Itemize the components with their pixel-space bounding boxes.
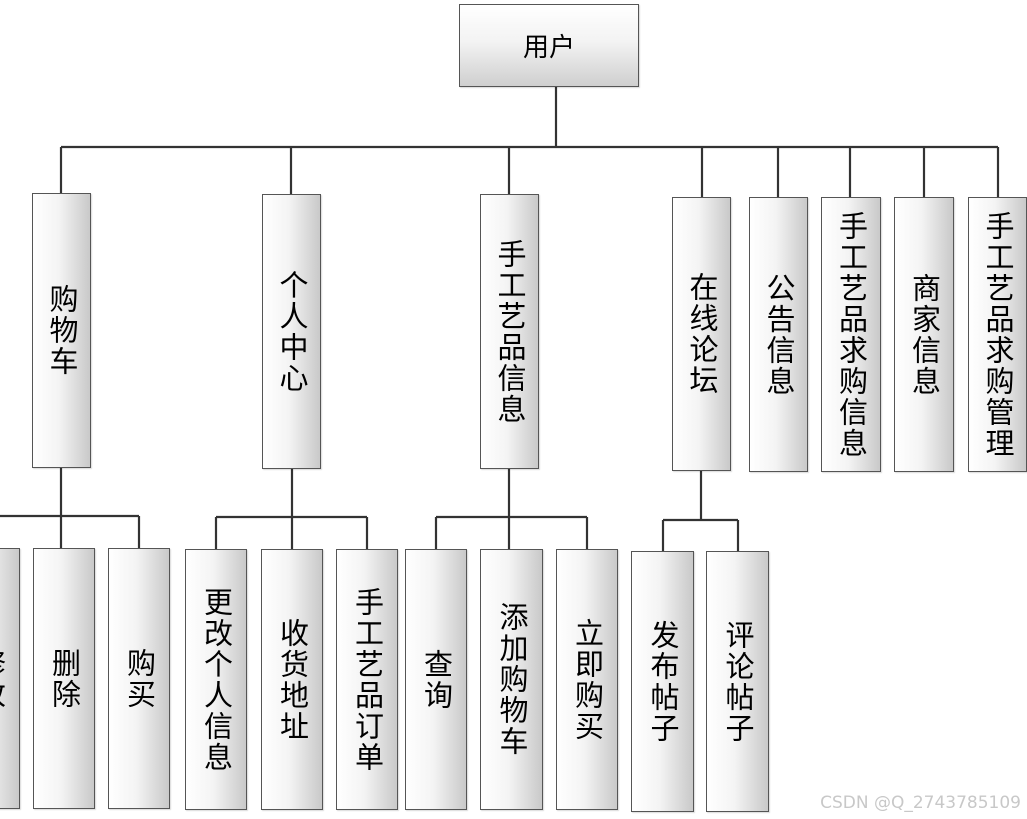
module-online-forum: 在线论坛 xyxy=(672,197,731,471)
function-label: 添加购物车 xyxy=(495,602,529,757)
function-add-to-cart: 添加购物车 xyxy=(480,549,543,810)
function-comment-post: 评论帖子 xyxy=(706,551,769,812)
function-edit-profile: 更改个人信息 xyxy=(185,549,247,810)
module-announcements: 公告信息 xyxy=(749,197,808,472)
function-label: 收货地址 xyxy=(275,617,310,742)
module-label: 购物车 xyxy=(45,284,79,377)
root-node-user: 用户 xyxy=(459,4,639,87)
function-query: 查询 xyxy=(405,549,467,810)
module-shopping-cart: 购物车 xyxy=(32,193,91,468)
root-label: 用户 xyxy=(522,33,575,63)
function-label: 购买 xyxy=(122,647,157,710)
function-label: 查询 xyxy=(419,648,454,711)
module-craft-purchase-management: 手工艺品求购管理 xyxy=(968,197,1027,472)
function-cart-modify: 修改 xyxy=(0,548,20,809)
function-cart-delete: 删除 xyxy=(33,548,95,809)
function-buy-now: 立即购买 xyxy=(556,549,618,810)
function-label: 手工艺品订单 xyxy=(350,586,385,773)
module-personal-center: 个人中心 xyxy=(262,194,321,469)
function-label: 发布帖子 xyxy=(646,619,680,744)
function-label: 修改 xyxy=(0,647,7,710)
module-craft-purchase-requests: 手工艺品求购信息 xyxy=(821,197,881,472)
module-label: 手工艺品求购管理 xyxy=(981,210,1015,459)
watermark-text: CSDN @Q_2743785109 xyxy=(820,793,1021,813)
module-label: 在线论坛 xyxy=(685,272,719,396)
module-label: 商家信息 xyxy=(907,272,942,397)
function-craft-orders: 手工艺品订单 xyxy=(336,549,398,810)
module-label: 手工艺品求购信息 xyxy=(834,210,869,459)
module-merchant-info: 商家信息 xyxy=(894,197,954,472)
function-label: 更改个人信息 xyxy=(199,586,234,773)
function-label: 评论帖子 xyxy=(721,619,755,744)
function-label: 删除 xyxy=(47,647,82,710)
function-cart-buy: 购买 xyxy=(108,548,170,809)
function-label: 立即购买 xyxy=(570,617,605,742)
function-shipping-address: 收货地址 xyxy=(261,549,323,810)
module-label: 个人中心 xyxy=(275,269,309,394)
module-craft-info: 手工艺品信息 xyxy=(480,194,539,469)
function-publish-post: 发布帖子 xyxy=(631,551,694,812)
module-label: 手工艺品信息 xyxy=(493,238,527,425)
module-label: 公告信息 xyxy=(762,272,796,397)
